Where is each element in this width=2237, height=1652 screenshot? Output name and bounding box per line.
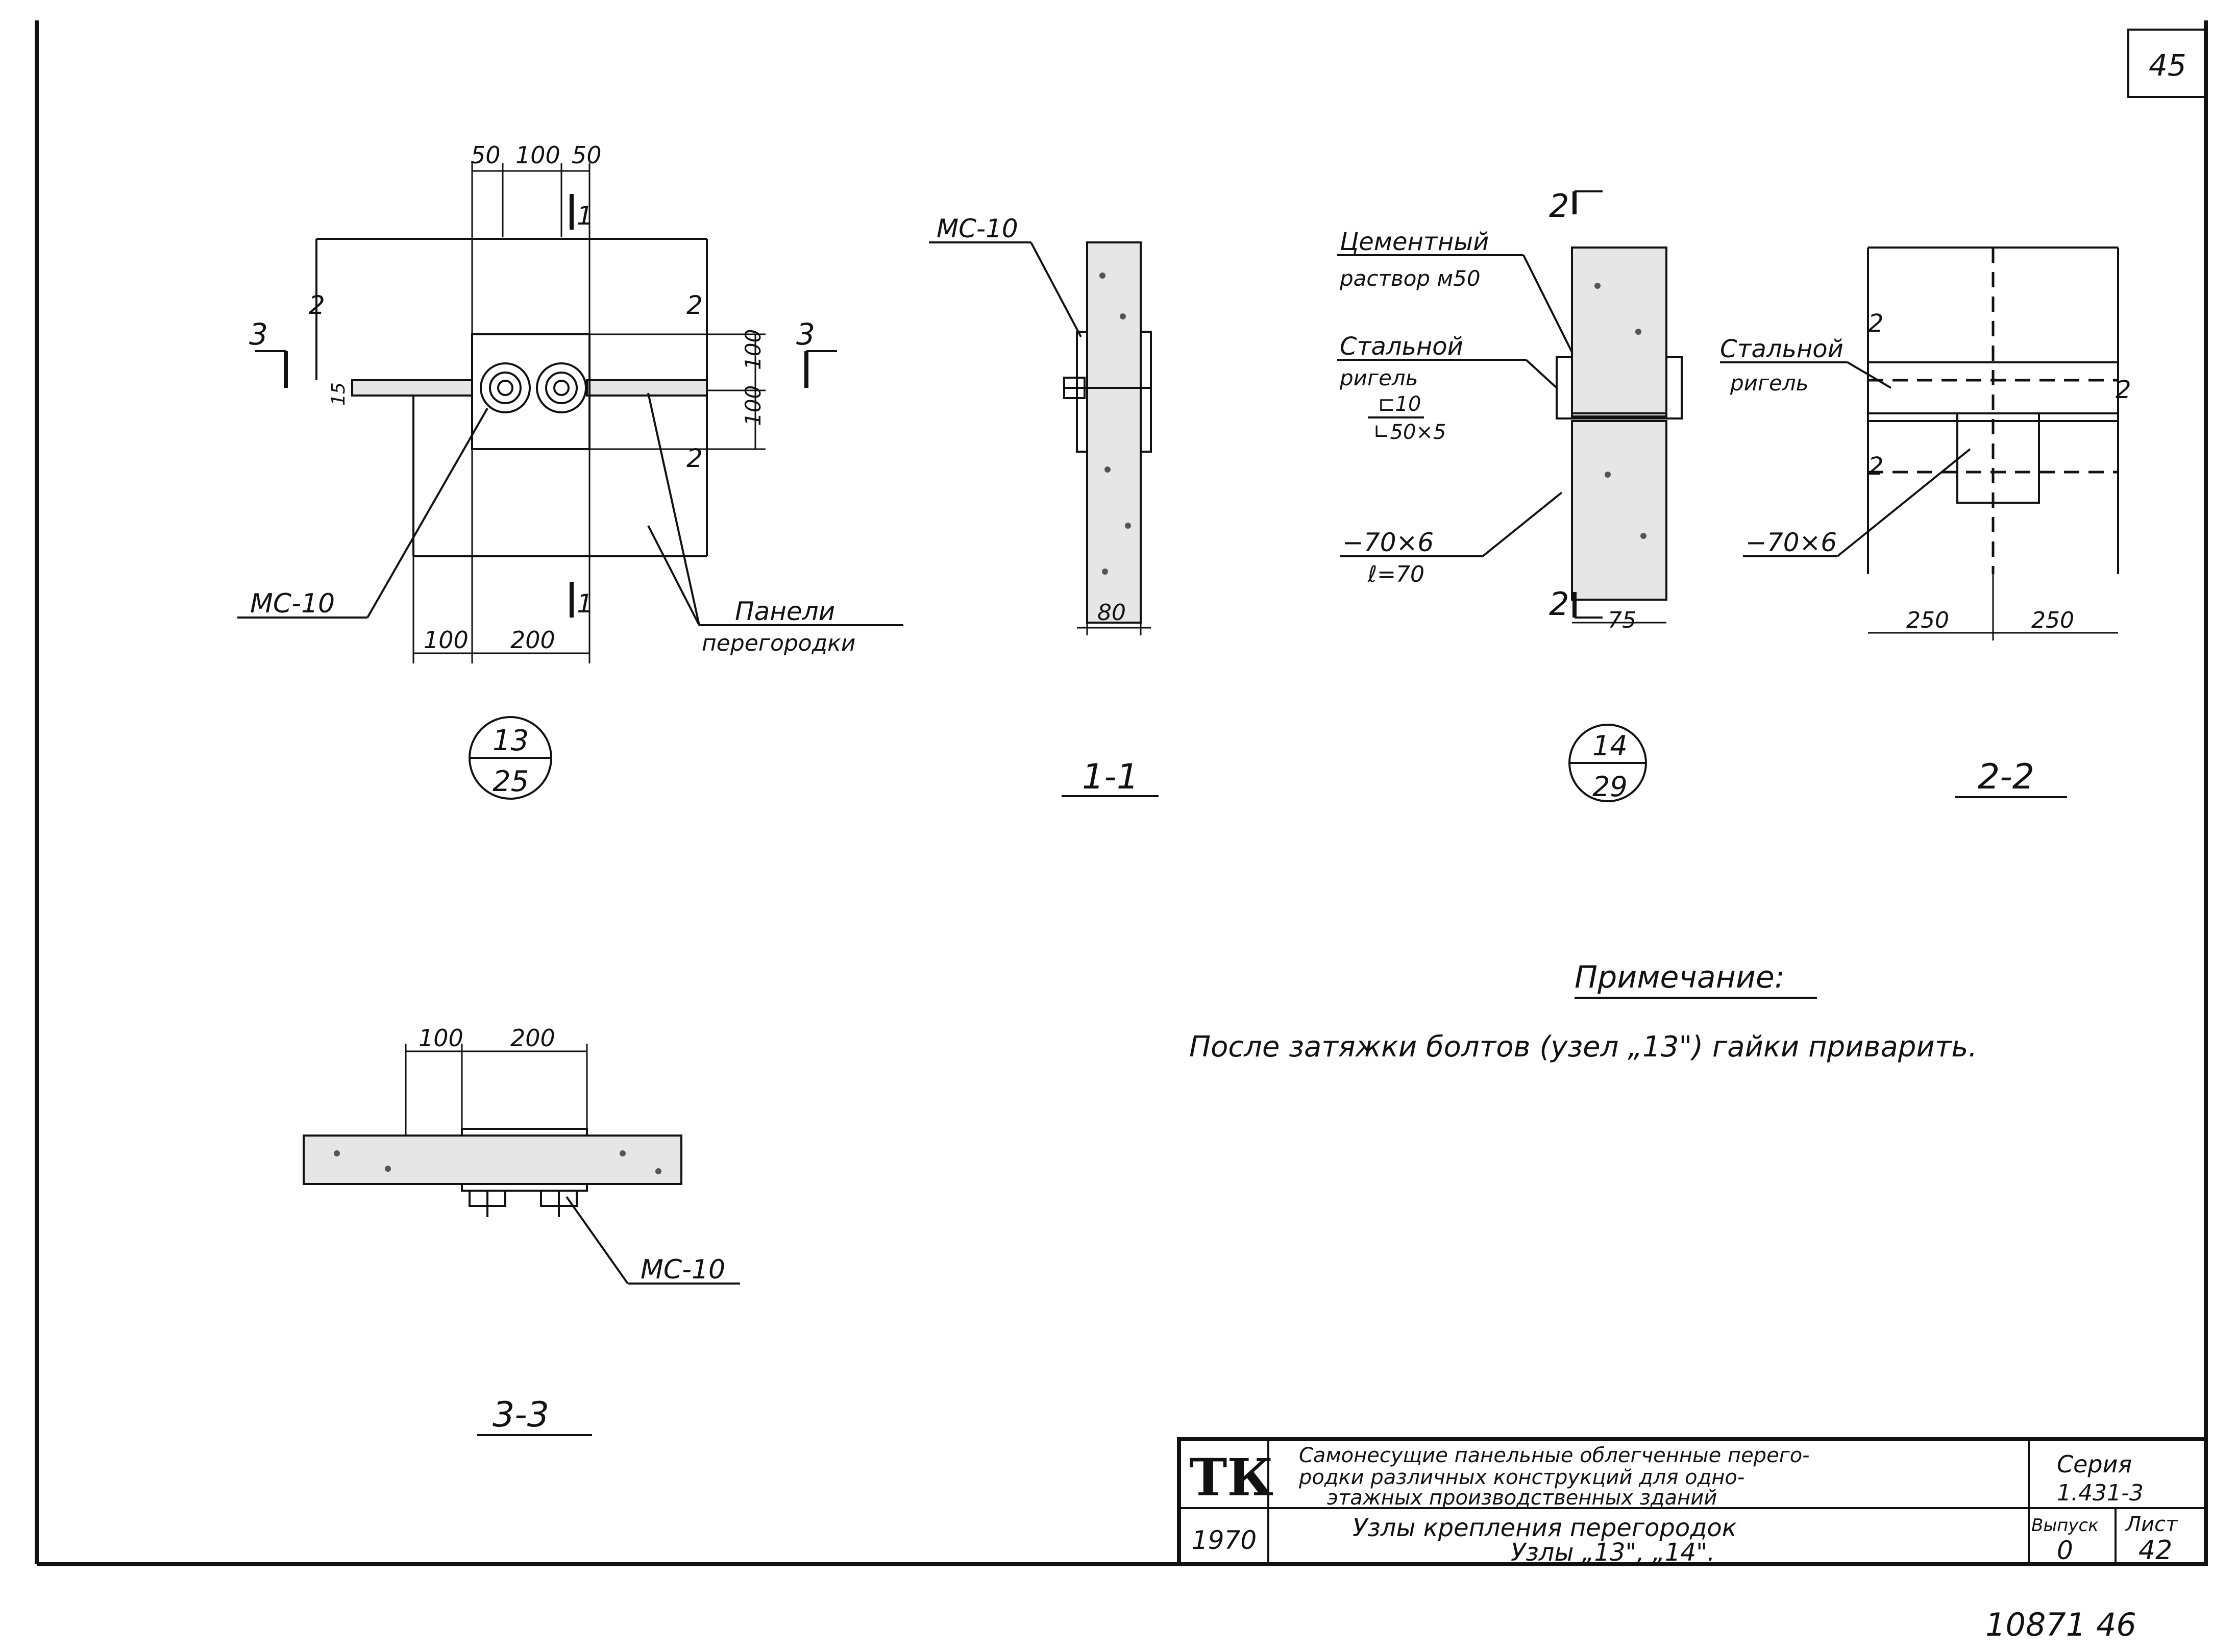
title-line-2: родки различных конструкций для одно-	[1298, 1466, 1744, 1489]
label-plate-1: −70×6	[1342, 528, 1434, 557]
label-panels-2: перегородки	[702, 630, 855, 656]
title-block: ТК 1970 Самонесущие панельные облегченны…	[1177, 1437, 2208, 1567]
dim-top-2: 100	[515, 141, 560, 169]
section-mark-1-top: 1	[577, 201, 593, 231]
label-beam-22-1: Стальной	[1720, 335, 1843, 363]
dim-bottom-2: 200	[510, 626, 555, 654]
series-value: 1.431-3	[2057, 1480, 2144, 1506]
label-mc10-section33: МС-10	[641, 1254, 725, 1285]
axis-22-1: 2	[1868, 309, 1884, 338]
label-beam-4: ∟50×5	[1373, 421, 1446, 444]
section-mark-1-bottom: 1	[577, 589, 593, 619]
bolt-right-icon	[536, 362, 587, 413]
dim-left-15: 15	[328, 382, 349, 406]
node-14-sheet: 29	[1592, 771, 1628, 803]
year: 1970	[1192, 1525, 1257, 1555]
sheet-corner-number: 45	[2149, 48, 2186, 83]
section-mark-3-left: 3	[249, 317, 268, 352]
sheet-label: Лист	[2125, 1513, 2178, 1536]
axis-mark-left: 2	[309, 290, 325, 320]
dim-top-1: 50	[471, 141, 501, 169]
label-mortar-1: Цементный	[1340, 228, 1489, 256]
label-plate-2: ℓ=70	[1367, 561, 1424, 587]
title-line-3: этажных производственных зданий	[1327, 1486, 1717, 1510]
section-mark-3-right: 3	[796, 317, 815, 352]
axis-mark-right-bottom: 2	[686, 443, 703, 473]
dim-22-1: 250	[1906, 607, 1949, 633]
dim-node14: 75	[1608, 607, 1636, 633]
note-text: После затяжки болтов (узел „13") гайки п…	[1189, 1030, 1977, 1064]
node-13-number: 13	[493, 724, 529, 757]
dim-1-1: 80	[1097, 600, 1126, 626]
series-label: Серия	[2057, 1450, 2132, 1478]
dim-22-2: 250	[2031, 607, 2074, 633]
section-mark-2-top: 2	[1549, 187, 1569, 225]
section-2-2-title: 2-2	[1978, 757, 2034, 797]
axis-22-3: 2	[1868, 452, 1884, 481]
label-mortar-2: раствор м50	[1339, 266, 1481, 291]
node-14-number: 14	[1592, 730, 1628, 762]
dim-33-2: 200	[510, 1024, 555, 1052]
label-plate-22: −70×6	[1746, 528, 1837, 557]
label-beam-3: ⊏10	[1378, 392, 1421, 416]
bottom-numbers: 10871 46	[1985, 1606, 2136, 1643]
node-14-marker: 14 29	[1568, 724, 1647, 803]
issue-label: Выпуск	[2031, 1515, 2099, 1536]
node-14-detail: 2 2 75 Цементный раствор м50 Стальной ри…	[1337, 187, 1683, 803]
logo-tk: ТК	[1189, 1447, 1273, 1508]
label-mc10-section11: МС-10	[937, 214, 1018, 243]
issue-value: 0	[2057, 1536, 2073, 1565]
axis-22-2: 2	[2116, 376, 2131, 404]
dim-33-1: 100	[419, 1024, 463, 1052]
note-heading: Примечание:	[1575, 959, 1785, 995]
dim-bottom-1: 100	[424, 626, 469, 654]
section-2-2: 2 2 2 Стальной ригель −70×6 250 250 2-2	[1720, 246, 2131, 798]
dim-top-3: 50	[572, 141, 602, 169]
section-mark-2-bottom: 2	[1549, 585, 1569, 623]
section-3-3: 100 200 МС-10 3-3	[303, 1024, 740, 1436]
subtitle-line-2: Узлы „13", „14".	[1511, 1538, 1715, 1567]
axis-mark-right-top: 2	[686, 290, 703, 320]
label-beam-2: ригель	[1339, 365, 1418, 390]
label-mc10-node13: МС-10	[250, 588, 335, 619]
section-3-3-title: 3-3	[493, 1395, 549, 1435]
node-13-detail: 50 100 50 1 1 3 3 2 2 2 100 100 15 100 2…	[237, 141, 903, 800]
dim-right-2: 100	[741, 385, 766, 426]
node-13-marker: 13 25	[469, 716, 552, 800]
subtitle-line-1: Узлы крепления перегородок	[1353, 1514, 1737, 1542]
sheet-value: 42	[2138, 1535, 2172, 1566]
title-line-1: Самонесущие панельные облегченные перего…	[1299, 1444, 1810, 1467]
note-block: Примечание: После затяжки болтов (узел „…	[1189, 959, 1977, 1064]
section-1-1-title: 1-1	[1082, 757, 1139, 797]
section-1-1: 80 МС-10 1-1	[929, 214, 1159, 797]
label-beam-22-2: ригель	[1730, 371, 1808, 396]
label-beam-1: Стальной	[1340, 332, 1463, 361]
bolt-left-icon	[480, 362, 531, 413]
node-13-sheet: 25	[493, 765, 529, 798]
dim-right-1: 100	[741, 329, 766, 370]
label-panels-1: Панели	[735, 597, 835, 626]
